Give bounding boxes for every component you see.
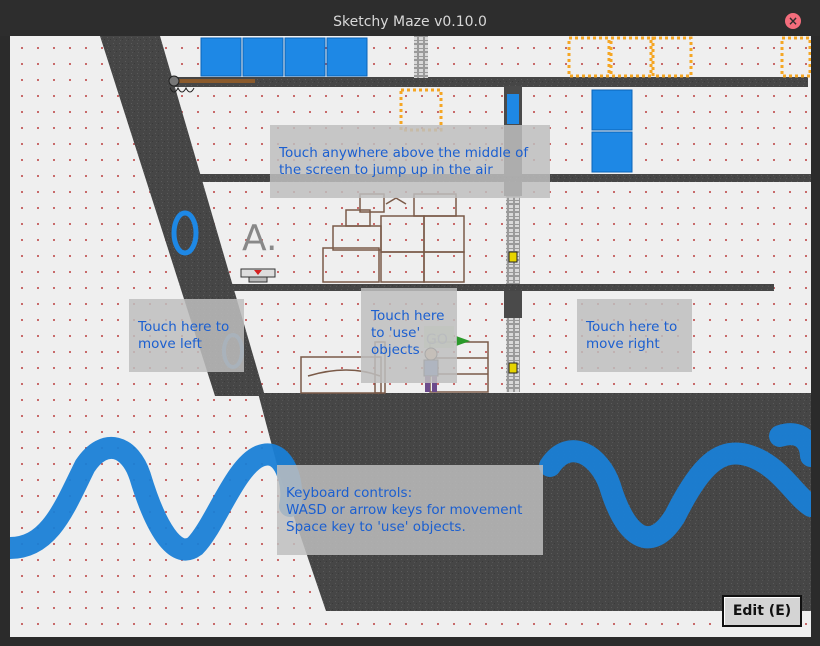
portal-ring [171, 210, 199, 256]
blue-blocks-right [591, 89, 633, 173]
sketchy-boxes [322, 193, 465, 283]
dotted-blocks [399, 36, 811, 132]
game-canvas[interactable]: A. GO [10, 36, 811, 637]
platform-top [153, 77, 808, 87]
close-button[interactable]: × [785, 13, 801, 29]
window-titlebar: Sketchy Maze v0.10.0 × [0, 0, 820, 36]
window-title: Sketchy Maze v0.10.0 [333, 14, 487, 30]
edit-button[interactable]: Edit (E) [722, 595, 802, 627]
platform-3 [220, 284, 774, 291]
water-waves [10, 423, 811, 561]
hint-move-right[interactable]: Touch here to move right [577, 299, 692, 372]
hint-jump[interactable]: Touch anywhere above the middle of the s… [270, 125, 550, 198]
svg-text:A.: A. [242, 218, 277, 259]
blue-blocks-top [200, 37, 368, 77]
hint-keyboard: Keyboard controls: WASD or arrow keys fo… [277, 465, 543, 555]
hint-use[interactable]: Touch here to 'use' objects [361, 288, 457, 383]
hint-move-left[interactable]: Touch here to move left [129, 299, 244, 372]
ladder-top [414, 36, 428, 78]
